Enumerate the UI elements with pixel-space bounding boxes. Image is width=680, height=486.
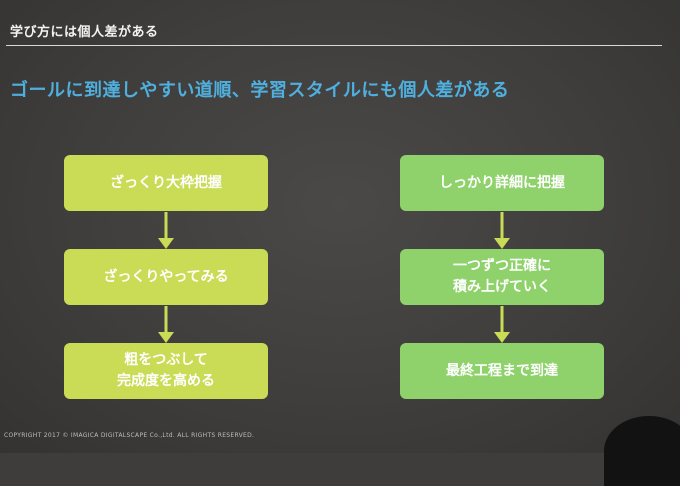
left-step-1-box: ざっくり大枠把握 xyxy=(64,155,268,211)
right-step-2-box: 一つずつ正確に 積み上げていく xyxy=(400,249,604,305)
left-step-1-label: ざっくり大枠把握 xyxy=(110,174,222,191)
right-step-1-box: しっかり詳細に把握 xyxy=(400,155,604,211)
copyright-footer: COPYRIGHT 2017 © IMAGICA DIGITALSCAPE Co… xyxy=(4,432,255,439)
left-step-3-label: 粗をつぶして 完成度を高める xyxy=(117,352,215,389)
left-step-2-label: ざっくりやってみる xyxy=(103,268,229,285)
right-step-1-label: しっかり詳細に把握 xyxy=(439,174,565,191)
audience-head-silhouette xyxy=(604,416,680,486)
header-divider xyxy=(6,45,662,46)
left-arrow-1-icon xyxy=(158,212,174,249)
right-arrow-2-icon xyxy=(494,306,510,343)
left-step-2-box: ざっくりやってみる xyxy=(64,249,268,305)
right-step-3-box: 最終工程まで到達 xyxy=(400,343,604,399)
slide-subtitle: ゴールに到達しやすい道順、学習スタイルにも個人差がある xyxy=(10,80,510,101)
right-step-3-label: 最終工程まで到達 xyxy=(446,362,558,379)
right-step-2-label: 一つずつ正確に 積み上げていく xyxy=(453,258,551,295)
slide-header-title: 学び方には個人差がある xyxy=(10,25,159,40)
right-arrow-1-icon xyxy=(494,212,510,249)
left-arrow-2-icon xyxy=(158,306,174,343)
left-step-3-box: 粗をつぶして 完成度を高める xyxy=(64,343,268,399)
